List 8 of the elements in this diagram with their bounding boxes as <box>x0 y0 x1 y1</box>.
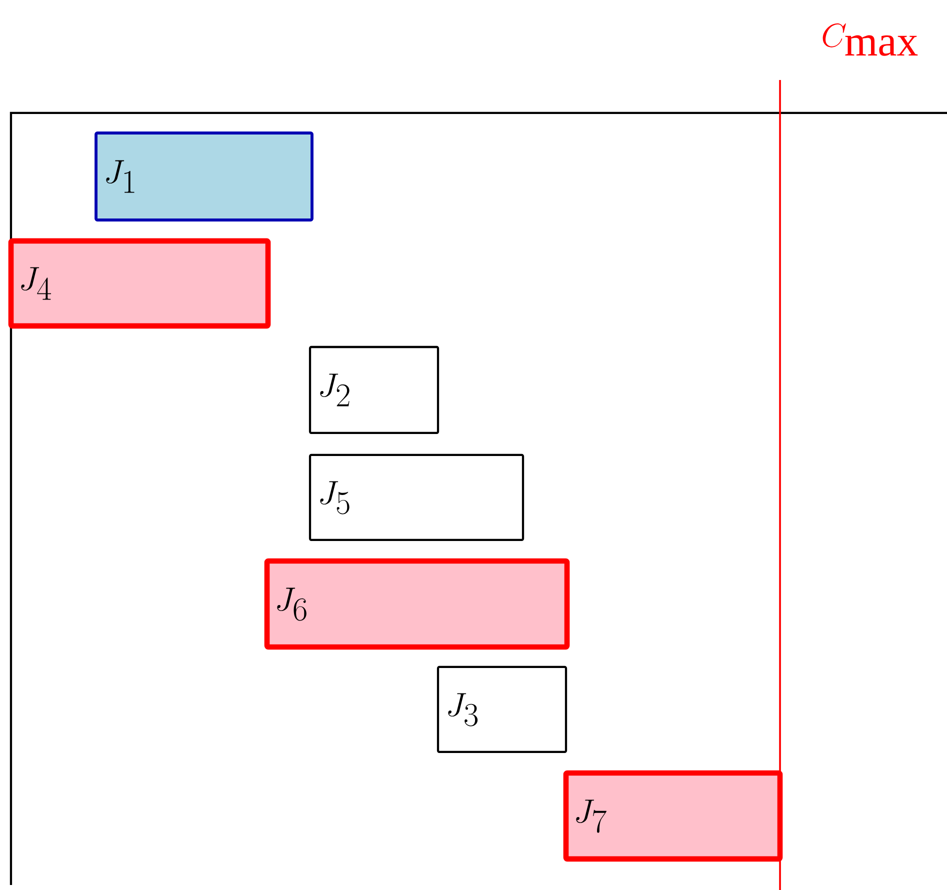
job-bar: $J_4$ <box>8 238 271 329</box>
job-bar: $J_1$ <box>94 132 314 222</box>
job-bar: $J_7$ <box>563 770 783 862</box>
job-bar: $J_3$ <box>436 666 568 754</box>
job-bar: $J_2$ <box>308 346 440 434</box>
makespan-label: $C_{\max}$ <box>822 23 918 56</box>
job-bar: $J_6$ <box>264 558 570 650</box>
job-bar: $J_5$ <box>308 454 524 542</box>
